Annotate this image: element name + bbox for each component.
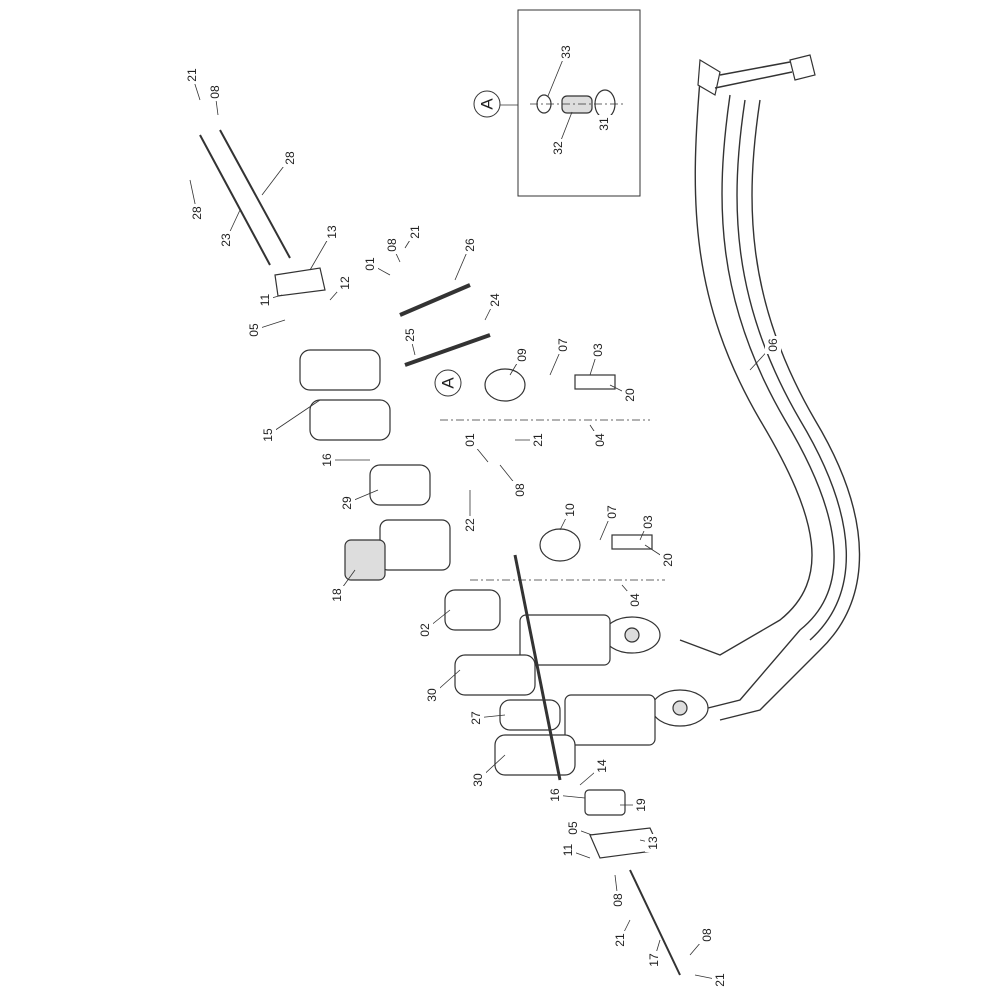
part-callout-25: 25 [403,328,417,342]
part-callout-26: 26 [463,238,477,252]
part-callout-08: 08 [513,483,527,497]
part-callout-05: 05 [247,323,261,337]
part-callout-30: 30 [425,688,439,702]
part-callout-30: 30 [471,773,485,787]
leader-line [267,399,321,436]
part-callout-16: 16 [320,453,334,467]
part-callout-21: 21 [408,225,422,239]
valve-body [199,129,681,976]
detail-marker: A [478,98,497,110]
hose-assembly [603,54,861,727]
part-callout-14: 14 [595,759,609,773]
part-callout-23: 23 [219,233,233,247]
detail-a-box [500,9,641,197]
part-callout-05: 05 [566,821,580,835]
detail-callout-33: 33 [559,45,573,59]
part-callout-13: 13 [646,836,660,850]
part-callout-03: 03 [591,343,605,357]
part-callout-07: 07 [605,505,619,519]
part-callout-20: 20 [661,553,675,567]
detail-marker-circle [473,90,501,118]
part-callout-20: 20 [623,388,637,402]
part-callout-17: 17 [647,953,661,967]
detail-callout-31: 31 [597,117,611,131]
part-callout-08: 08 [385,238,399,252]
part-callout-09: 09 [515,348,529,362]
part-callout-08: 08 [700,928,714,942]
part-callout-21: 21 [185,68,199,82]
part-callout-29: 29 [340,496,354,510]
part-callout-21: 21 [713,973,727,987]
part-callout-22: 22 [463,518,477,532]
part-callout-21: 21 [531,433,545,447]
part-callout-03: 03 [641,515,655,529]
part-callout-16: 16 [548,788,562,802]
part-callout-15: 15 [261,428,275,442]
part-callout-04: 04 [628,593,642,607]
detail-reference-marker: A [439,377,458,389]
part-callout-07: 07 [556,338,570,352]
part-callout-08: 08 [611,893,625,907]
part-callout-27: 27 [469,711,483,725]
part-callout-12: 12 [338,276,352,290]
part-callout-04: 04 [593,433,607,447]
part-callout-19: 19 [634,798,648,812]
part-callout-10: 10 [563,503,577,517]
part-callout-28: 28 [190,206,204,220]
part-callout-01: 01 [363,257,377,271]
part-callout-11: 11 [258,293,272,306]
part-callout-06: 06 [766,338,780,352]
detail-reference-marker-circle [434,369,462,397]
part-callout-28: 28 [283,151,297,165]
detail-callout-32: 32 [551,141,565,155]
part-callout-08: 08 [208,85,222,99]
part-callout-24: 24 [488,293,502,307]
part-callout-18: 18 [330,588,344,602]
part-callout-13: 13 [325,225,339,239]
part-callout-21: 21 [613,933,627,947]
part-callout-11: 11 [561,843,575,856]
part-callout-01: 01 [463,433,477,447]
part-callout-02: 02 [418,623,432,637]
